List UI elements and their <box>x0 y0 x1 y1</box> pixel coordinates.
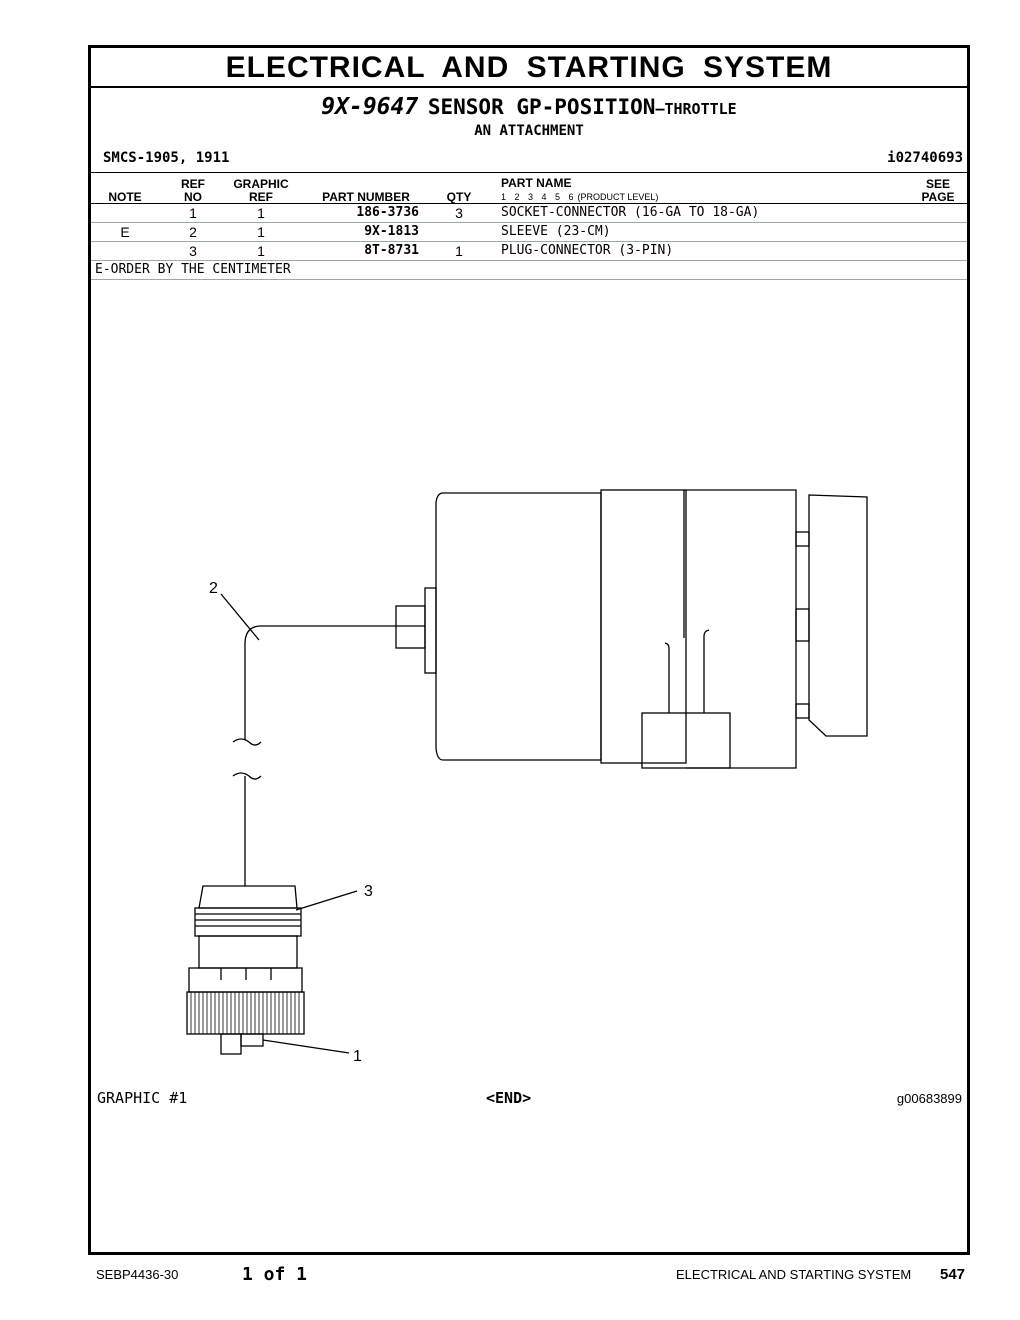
table-row: E 2 1 9X-1813 SLEEVE (23-CM) <box>91 223 967 242</box>
callout-leaders <box>220 593 358 1054</box>
sensor-body <box>435 489 868 769</box>
callout-1: 1 <box>353 1048 362 1065</box>
smcs-code: SMCS-1905, 1911 <box>103 150 230 166</box>
part-suffix-heading: —THROTTLE <box>655 100 737 118</box>
product-level-numbers: 1 2 3 4 5 6 <box>501 192 574 202</box>
part-heading: 9X-9647 SENSOR GP-POSITION—THROTTLE <box>91 94 967 120</box>
sleeve-wire <box>232 625 396 886</box>
footer-page-of: 1 of 1 <box>242 1264 308 1285</box>
table-row: 1 1 186-3736 3 SOCKET-CONNECTOR (16-GA T… <box>91 204 967 223</box>
parts-diagram: 2 3 1 <box>186 489 868 1065</box>
col-part-number: PART NUMBER <box>322 190 410 204</box>
callout-3: 3 <box>364 883 373 900</box>
page-frame: ELECTRICAL AND STARTING SYSTEM 9X-9647 S… <box>88 45 970 1255</box>
sensor-shaft <box>395 587 437 674</box>
footer-doc-number: SEBP4436-30 <box>96 1267 179 1282</box>
col-graphic-top: GRAPHIC <box>233 177 289 191</box>
info-id: i02740693 <box>887 150 963 166</box>
col-see-bottom: PAGE <box>921 190 955 204</box>
col-note: NOTE <box>108 190 142 204</box>
product-level-label: (PRODUCT LEVEL) <box>577 192 659 202</box>
footer-section: ELECTRICAL AND STARTING SYSTEM <box>676 1267 912 1282</box>
callout-2: 2 <box>209 580 218 597</box>
part-name-heading: SENSOR GP-POSITION <box>427 95 656 119</box>
col-ref-top: REF <box>181 177 205 191</box>
col-graphic-bottom: REF <box>249 190 273 204</box>
col-qty: QTY <box>446 190 472 204</box>
note-divider <box>91 279 967 280</box>
order-note: E-ORDER BY THE CENTIMETER <box>95 262 291 277</box>
graphic-label: GRAPHIC #1 <box>97 1089 188 1107</box>
footer-page-number: 547 <box>940 1266 966 1283</box>
part-number-heading: 9X-9647 <box>321 94 419 120</box>
column-divider <box>91 203 967 204</box>
table-row: 3 1 8T-8731 1 PLUG-CONNECTOR (3-PIN) <box>91 242 967 261</box>
col-see-top: SEE <box>925 177 950 191</box>
plug-connector <box>186 885 305 1055</box>
col-part-name: PART NAME <box>501 176 572 190</box>
end-marker: <END> <box>486 1089 532 1107</box>
product-levels: 1 2 3 4 5 6(PRODUCT LEVEL) <box>501 192 658 202</box>
attachment-label: AN ATTACHMENT <box>474 123 584 139</box>
section-title: ELECTRICAL AND STARTING SYSTEM <box>91 48 967 88</box>
graphic-id: g00683899 <box>896 1091 962 1106</box>
header-divider <box>91 172 967 173</box>
col-ref-bottom: NO <box>184 190 202 204</box>
